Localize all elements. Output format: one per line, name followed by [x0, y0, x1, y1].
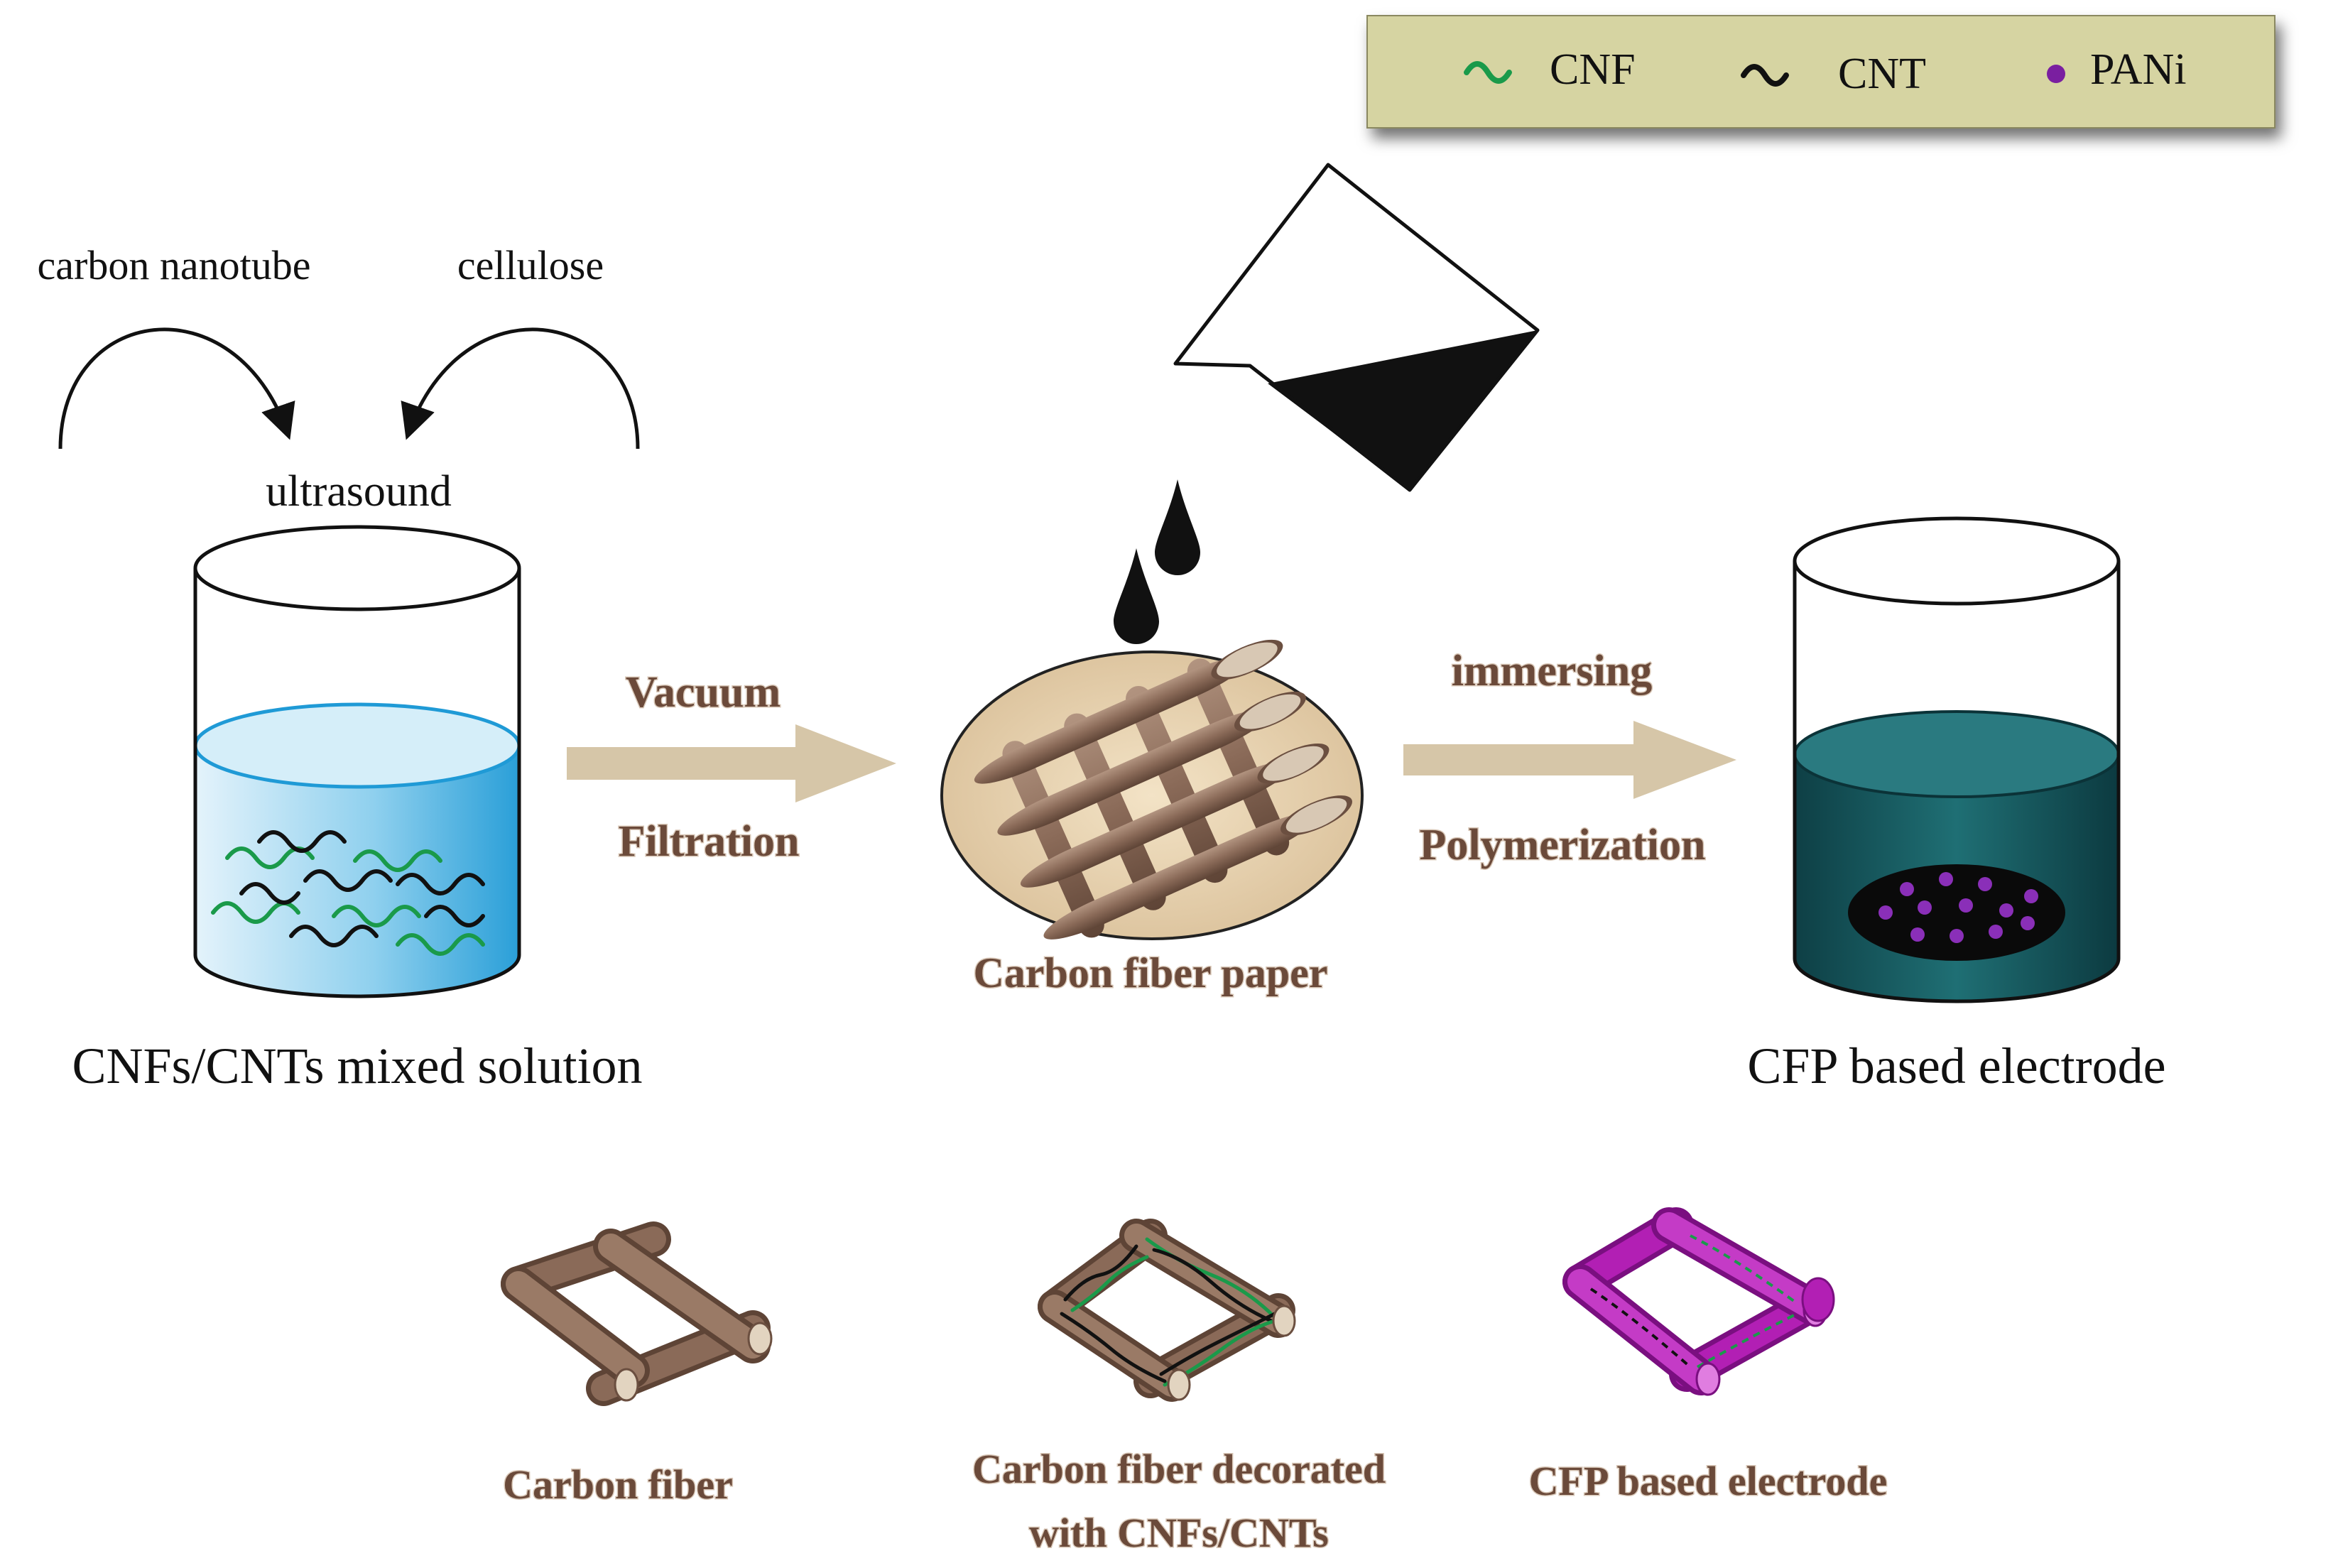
right-beaker: [1793, 516, 2121, 1003]
curved-arrow-right-icon: [401, 327, 640, 450]
carbon-fiber-frame: [501, 1221, 773, 1406]
left-beaker-wall: [193, 568, 521, 998]
right-beaker-rim: [1793, 516, 2121, 606]
ink-drop-icon: [1114, 548, 1159, 644]
carbon-nanotube-label: carbon nanotube: [38, 242, 311, 288]
carbon-fiber-label: Carbon fiber: [503, 1461, 733, 1508]
decorated-fiber-label-line2: with CNFs/CNTs: [1029, 1510, 1329, 1556]
legend-pani-label: PANi: [2090, 45, 2187, 94]
pani-particles: [1878, 872, 2038, 943]
legend-cnf-label: CNF: [1550, 45, 1636, 94]
left-beaker-surface: [193, 702, 521, 789]
purple-dot-icon: [2047, 65, 2065, 83]
cfp-electrode-label: CFP based electrode: [1529, 1458, 1888, 1504]
cfp-electrode-frame: [1562, 1207, 1835, 1396]
filtration-arrow-icon: [567, 724, 896, 802]
ink-drop-icon: [1155, 479, 1200, 575]
legend-cnt-label: CNT: [1838, 50, 1926, 98]
pouring-beaker-icon: [1173, 163, 1540, 492]
fiber-mesh: [966, 626, 1358, 956]
carbon-fiber-paper: [940, 626, 1364, 956]
legend-box: [1366, 15, 2276, 129]
decorated-fiber-label-line1: Carbon fiber decorated: [972, 1446, 1386, 1492]
curved-arrow-left-icon: [58, 327, 295, 450]
filtration-label: Filtration: [619, 817, 800, 866]
green-wave-icon: [1464, 61, 1512, 84]
polymerization-label: Polymerization: [1420, 821, 1706, 869]
black-wave-icon: [1741, 64, 1789, 87]
cellulose-label: cellulose: [457, 242, 604, 288]
ultrasound-label: ultrasound: [266, 467, 452, 516]
left-beaker: [193, 525, 521, 998]
left-beaker-label: CNFs/CNTs mixed solution: [72, 1038, 642, 1094]
polymerization-arrow-icon: [1403, 721, 1736, 799]
decorated-fiber-frame: [1038, 1219, 1296, 1402]
right-beaker-label: CFP based electrode: [1747, 1038, 2165, 1094]
right-beaker-surface: [1793, 710, 2120, 798]
left-beaker-rim: [193, 525, 521, 611]
left-beaker-nanofibers: [211, 830, 485, 956]
immersing-label: immersing: [1452, 647, 1652, 695]
vacuum-label: Vacuum: [626, 668, 781, 717]
left-beaker-solution: [195, 746, 519, 996]
right-beaker-wall: [1793, 561, 2121, 1003]
legend: CNF CNT PANi: [1366, 15, 2276, 129]
carbon-fiber-paper-label: Carbon fiber paper: [974, 949, 1328, 996]
